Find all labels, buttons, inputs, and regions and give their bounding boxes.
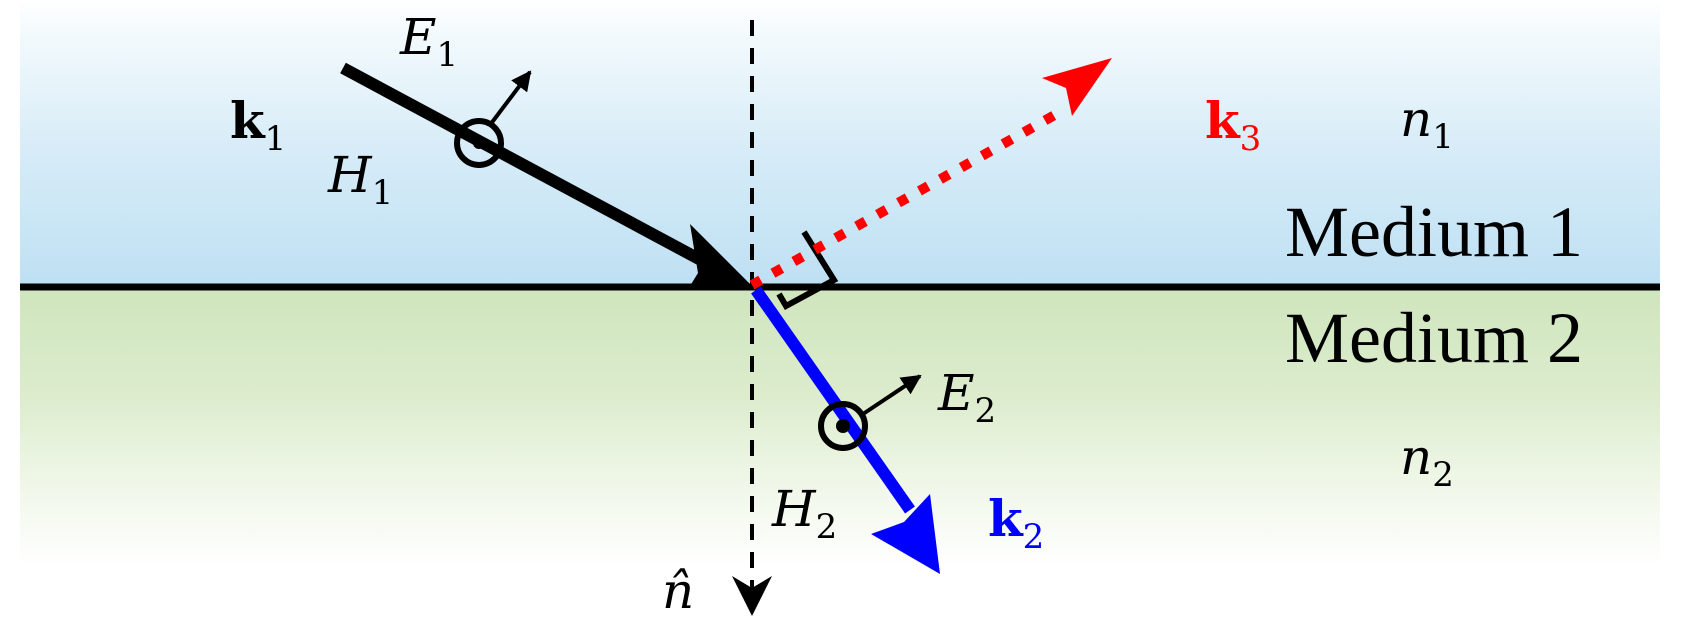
medium-1-label: Medium 1 [1285,192,1583,272]
h2-label: H2 [772,480,838,547]
h1-label: H1 [328,146,394,213]
n2-label: n2 [1400,428,1454,495]
normal-label: n̂ [662,562,695,620]
e1-field-arrow [488,70,532,127]
transmitted-arrowhead [871,494,940,574]
h1-out-of-page-icon [454,118,504,168]
h2-dot-icon [836,419,850,433]
k3-label: k3 [1205,91,1262,159]
transmitted-ray-k2 [751,286,915,514]
n1-label: n1 [1400,90,1454,157]
right-angle-marker [776,230,839,311]
incident-ray-k1 [340,62,715,272]
reflected-arrowhead [1042,58,1112,116]
e2-field-arrow [861,374,922,416]
e1-label: E1 [400,8,459,75]
h1-dot-icon [473,137,485,149]
reflected-ray-k3 [749,107,1063,290]
incident-arrowhead [690,224,752,286]
k2-label: k2 [988,489,1045,557]
k1-label: k1 [230,91,287,159]
h2-out-of-page-icon [818,401,868,451]
e2-label: E2 [938,364,997,431]
medium-2-label: Medium 2 [1285,298,1583,378]
